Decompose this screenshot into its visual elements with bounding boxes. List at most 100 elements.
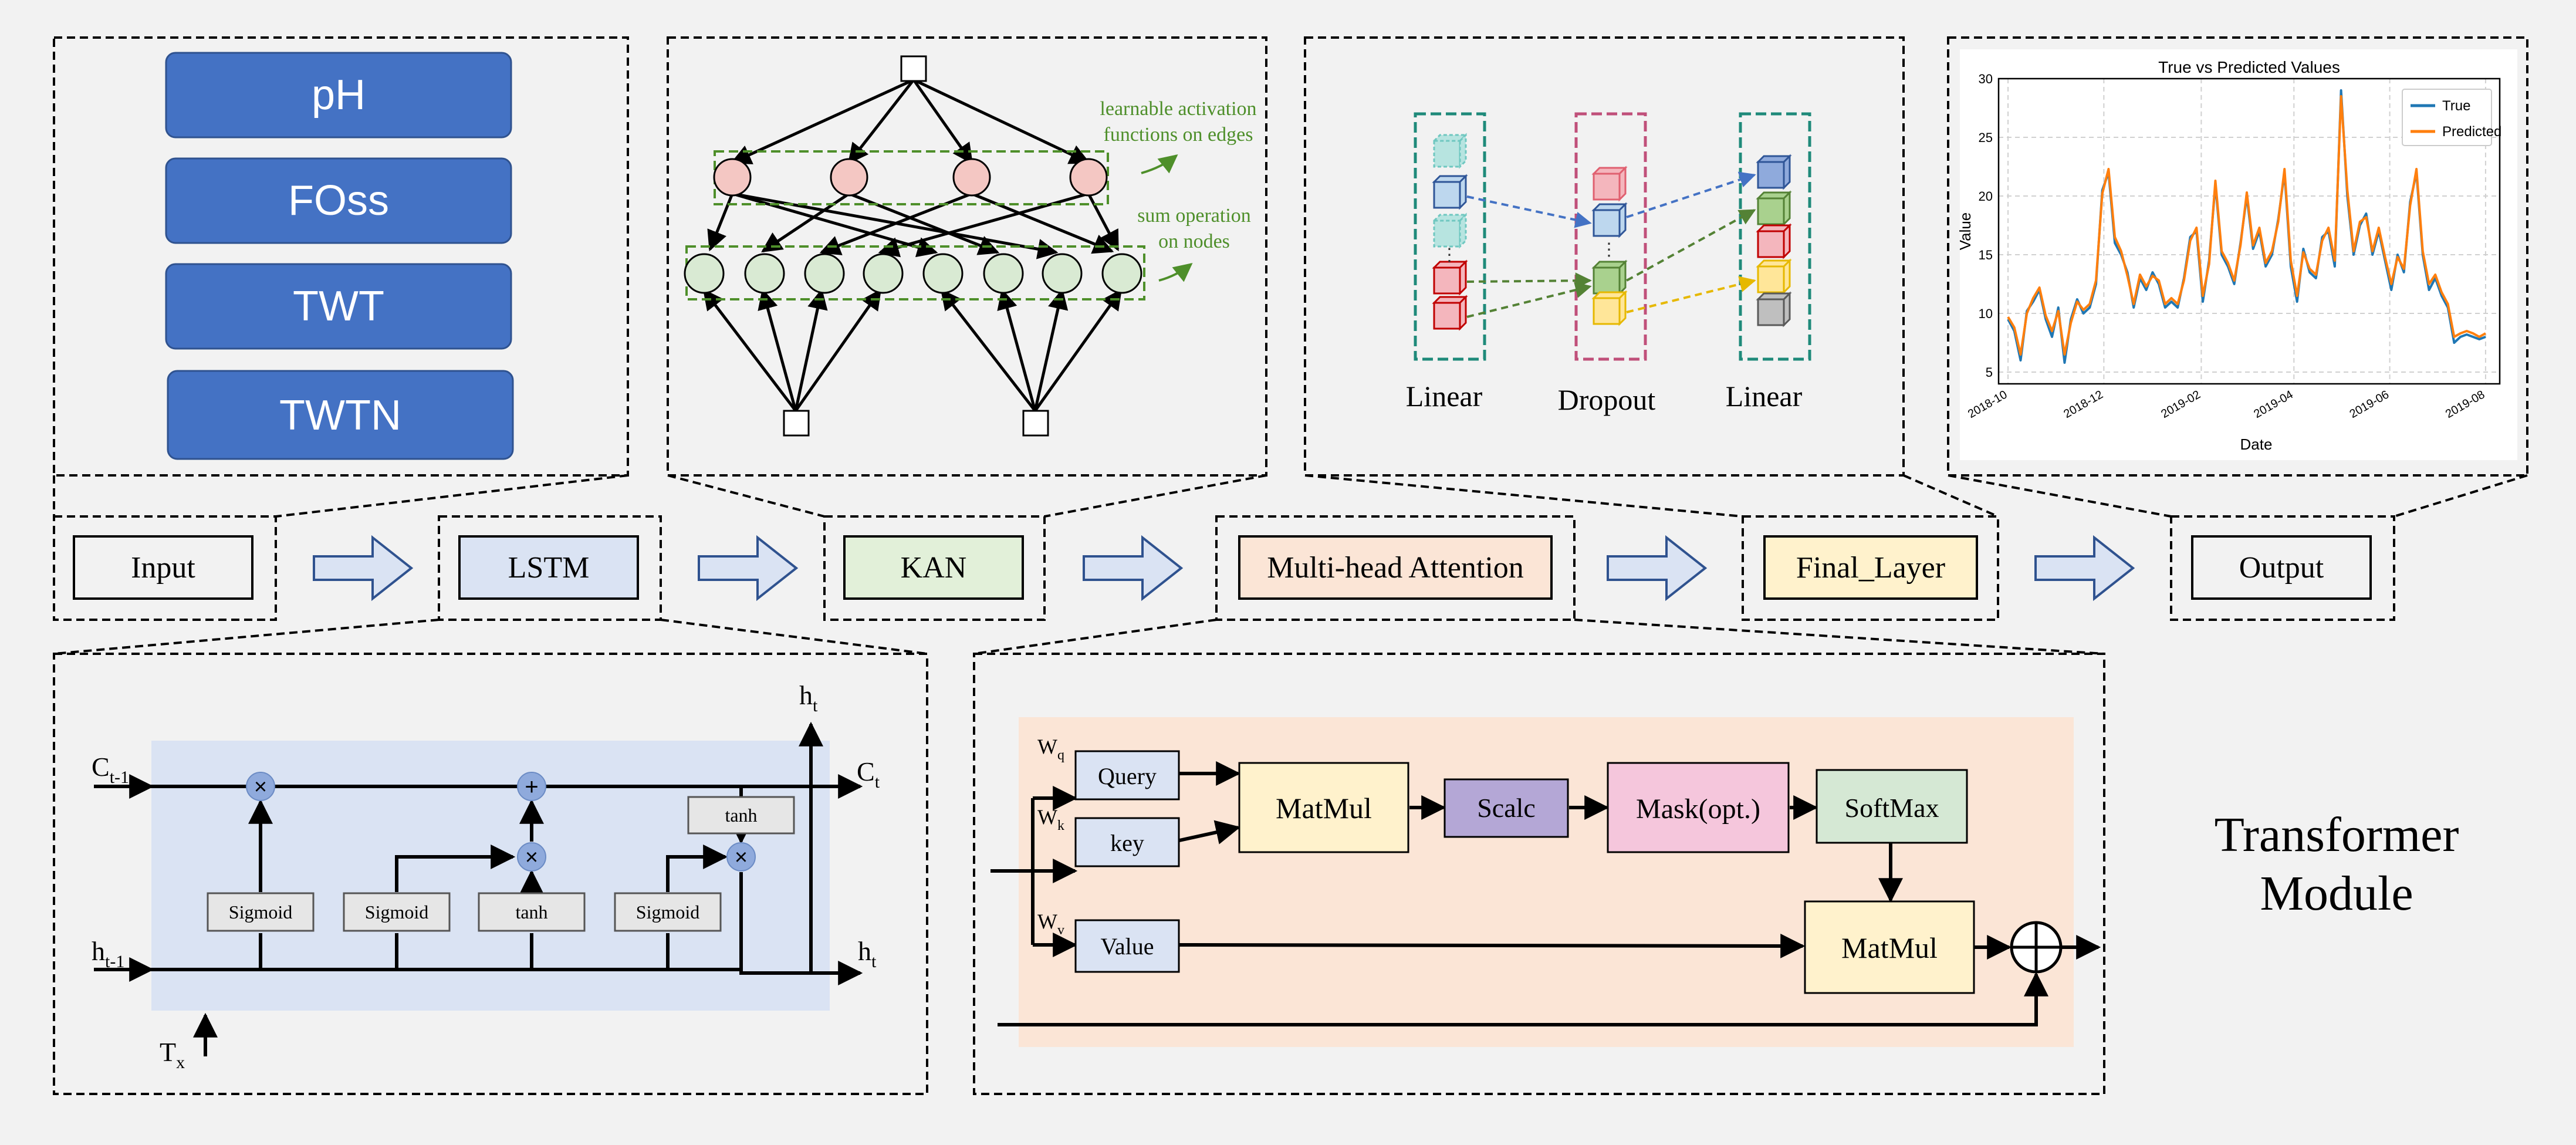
kan-output-node: [900, 55, 927, 82]
chart-y-tick-label: 25: [1979, 130, 1993, 145]
bottom-connectors: [53, 619, 2105, 655]
scale-label: Scalc: [1477, 793, 1536, 823]
matmul-2-label: MatMul: [1841, 931, 1938, 964]
legend-true-label: True: [2442, 98, 2470, 114]
c-prev-label: Ct-1: [92, 752, 129, 787]
dropout-label: Dropout: [1558, 383, 1656, 416]
kan-node-label-1: sum operation: [1137, 205, 1251, 227]
chart-y-tick-label: 10: [1979, 306, 1993, 321]
feature-twt: TWT: [165, 263, 512, 350]
c-next-label: Ct: [857, 756, 880, 792]
chart-title: True vs Predicted Values: [2158, 58, 2340, 76]
pipeline-final[interactable]: Final_Layer: [1763, 535, 1978, 600]
pipeline-input[interactable]: Input: [73, 535, 253, 600]
pipeline-lstm-label: LSTM: [508, 551, 590, 585]
input-features: pH FOss TWT TWTN: [165, 52, 514, 460]
transformer-module: Wq Wk Wv Query key Value MatMul Scalc Ma…: [990, 717, 2101, 1047]
kan-pink-nodes: [713, 158, 1108, 197]
chart-series-predicted: [2007, 95, 2486, 356]
kan-input-node-1: [783, 410, 810, 437]
arrow-right-icon: [1083, 535, 1184, 602]
chart-y-tick-label: 20: [1979, 189, 1993, 204]
kan-network: learnable activation functions on edges …: [684, 55, 1257, 437]
h-out-top-label: ht: [799, 680, 818, 715]
chart-panel-frame: [1947, 36, 2528, 477]
pipeline-output[interactable]: Output: [2191, 535, 2372, 600]
forget-multiply-icon: [246, 772, 275, 801]
wq-label: Wq: [1037, 735, 1064, 763]
linear-1-cubes: ⋮: [1432, 133, 1468, 331]
input-multiply-symbol: ×: [525, 845, 538, 870]
svg-text:⋮: ⋮: [1441, 245, 1458, 265]
pipeline-final-label: Final_Layer: [1796, 551, 1945, 585]
kan-node-label-2: on nodes: [1158, 231, 1230, 252]
mask-label: Mask(opt.): [1636, 793, 1760, 825]
pipeline-attention-label: Multi-head Attention: [1267, 551, 1524, 585]
feature-twt-label: TWT: [293, 283, 384, 330]
kan-panel-frame: [667, 36, 1267, 477]
add-symbol: +: [525, 774, 538, 800]
linear-2-frame: [1739, 112, 1811, 361]
pipeline-kan-label: KAN: [901, 551, 967, 585]
feature-ph-label: pH: [312, 72, 366, 119]
gate-forget-label: Sigmoid: [229, 901, 292, 923]
kan-edge-label-1: learnable activation: [1100, 98, 1256, 120]
value-label: Value: [1100, 933, 1154, 960]
forget-multiply-symbol: ×: [254, 775, 267, 799]
wv-label: Wv: [1037, 910, 1064, 938]
arrow-right-icon: [2034, 535, 2135, 602]
kan-input-node-2: [1022, 410, 1049, 437]
gate-output-label: Sigmoid: [636, 901, 699, 923]
arrow-right-icon: [313, 535, 414, 602]
chart-y-tick-label: 15: [1979, 248, 1993, 262]
chart-plot-area: [1997, 77, 2501, 385]
softmax-label: SoftMax: [1845, 793, 1939, 823]
kan-edge-label-2: functions on edges: [1104, 124, 1253, 146]
linear-2-cubes: [1756, 154, 1792, 327]
lstm-cell: × + × × Sigmoid Sigmoid tanh Sigmoid tan…: [92, 680, 880, 1072]
pipeline-input-label: Input: [131, 551, 195, 585]
pipeline-attention[interactable]: Multi-head Attention: [1238, 535, 1553, 600]
arrow-right-icon: [1607, 535, 1708, 602]
legend-predicted-label: Predicted: [2442, 124, 2501, 140]
chart-legend: True Predicted: [2402, 89, 2501, 146]
feature-twtn-label: TWTN: [279, 392, 401, 439]
pipeline-lstm[interactable]: LSTM: [458, 535, 639, 600]
linear-2-label: Linear: [1726, 380, 1803, 413]
pipeline-output-label: Output: [2239, 551, 2324, 585]
add-icon: [517, 772, 546, 801]
final-panel-frame: [1304, 36, 1905, 477]
svg-text:⋮: ⋮: [1600, 240, 1618, 259]
linear-1-label: Linear: [1406, 380, 1483, 413]
bottom-panels: [53, 653, 2105, 1095]
output-multiply-symbol: ×: [735, 845, 748, 870]
feature-ph: pH: [165, 52, 512, 139]
final-layer-detail: ⋮ ⋮ Linear Dropout Linear: [1406, 112, 1811, 416]
chart-y-label: Value: [1956, 212, 1974, 251]
gate-candidate-label: tanh: [515, 901, 547, 923]
chart-y-tick-label: 30: [1979, 72, 1993, 86]
chart-series: [2007, 89, 2486, 364]
h-out-right-label: ht: [858, 936, 877, 971]
x-input-label: Tx: [160, 1037, 185, 1072]
transformer-caption-1: Transformer: [2215, 808, 2459, 862]
matmul-1-label: MatMul: [1276, 792, 1372, 825]
output-multiply-icon: [726, 842, 756, 872]
kan-green-nodes: [684, 253, 1142, 294]
kan-edge-group: [714, 150, 1109, 205]
gate-input-label: Sigmoid: [365, 901, 428, 923]
top-panels: [53, 36, 2528, 477]
transformer-caption-2: Module: [2260, 866, 2413, 921]
input-multiply-icon: [517, 842, 546, 872]
dropout-frame: [1574, 112, 1647, 361]
h-prev-label: ht-1: [92, 936, 124, 971]
arrow-right-icon: [698, 535, 799, 602]
query-label: Query: [1098, 763, 1157, 789]
pipeline: Input LSTM KAN Multi-head Attention Fina…: [53, 515, 2395, 621]
wk-label: Wk: [1037, 805, 1064, 833]
feature-foss-label: FOss: [288, 177, 389, 224]
pipeline-kan[interactable]: KAN: [843, 535, 1024, 600]
